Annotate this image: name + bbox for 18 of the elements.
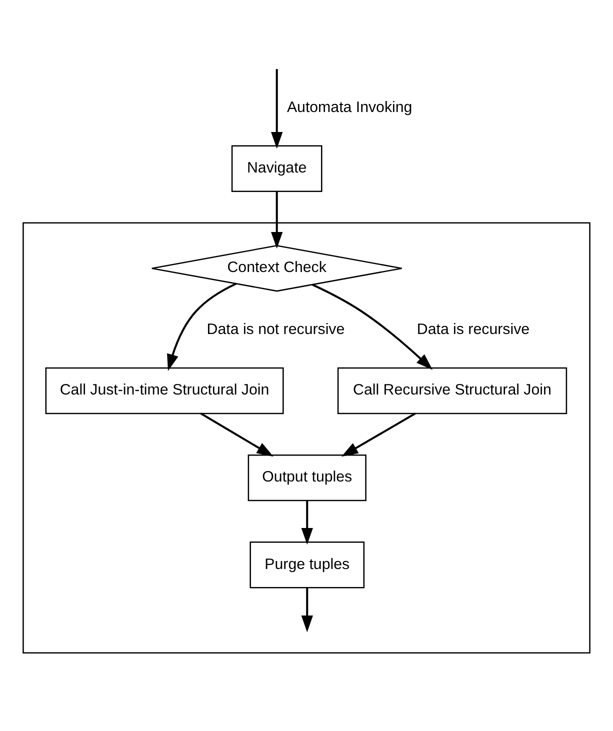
arrow: [301, 588, 313, 632]
node-box: Purge tuples: [250, 542, 365, 588]
arrow: [301, 500, 313, 545]
arrow: [167, 282, 237, 371]
arrow: [271, 69, 283, 149]
arrow: [341, 412, 416, 457]
node-box: Output tuples: [248, 454, 366, 502]
arrow: [271, 191, 283, 249]
edge-label: Data is recursive: [416, 321, 530, 338]
cluster: [22, 222, 590, 654]
node-box: Navigate: [231, 145, 322, 192]
edge-label: Data is not recursive: [206, 321, 345, 338]
node-box: Call Just-in-time Structural Join: [45, 367, 284, 414]
edge-label: Automata Invoking: [286, 98, 412, 116]
node-box: Call Recursive Structural Join: [337, 367, 568, 414]
node-diamond: Context Check: [151, 244, 402, 292]
arrow: [312, 284, 433, 370]
arrow: [200, 412, 274, 457]
